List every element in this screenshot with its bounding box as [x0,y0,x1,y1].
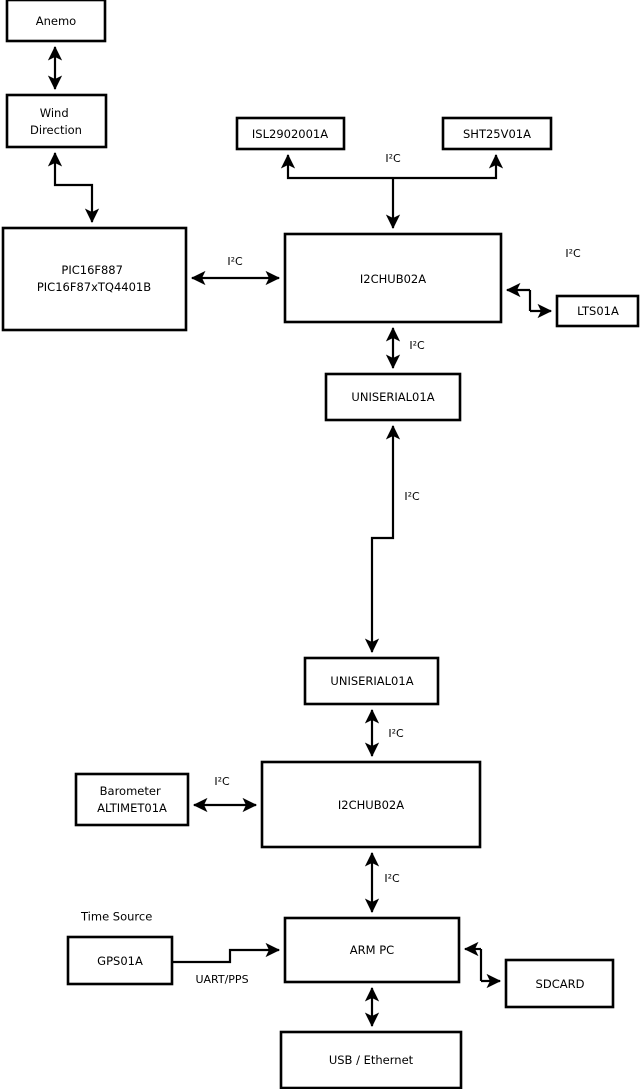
node-label-barometer-line1: Barometer [100,784,161,798]
node-isl2902001a[interactable]: ISL2902001A [235,116,346,151]
edge-label-hub-sensors: I²C [385,152,401,165]
edge-uniserial-uniserial [364,424,401,654]
edge-labels: I²C I²C I²C I²C I²C I²C I²C I²C UART/PPS [195,152,581,986]
node-label-pic-line2: PIC16F87xTQ4401B [37,280,151,294]
free-labels: Time Source [80,910,152,924]
connectors [47,45,553,1028]
node-lts01a[interactable]: LTS01A [555,294,640,328]
edge-hub-isl [280,153,393,180]
edge-wind-pic [47,151,100,224]
edge-label-pic-hub: I²C [227,255,243,268]
node-label-wind-line1: Wind [40,106,69,120]
edge-label-hub-lts: I²C [565,247,581,260]
node-label-barometer-line2: ALTIMET01A [97,801,167,815]
time-source-label: Time Source [80,910,152,924]
node-label-sdcard: SDCARD [536,977,585,991]
node-label-anemo: Anemo [36,14,76,28]
node-label-armpc: ARM PC [350,943,394,957]
node-barometer[interactable]: Barometer ALTIMET01A [74,772,190,827]
edge-label-hubbot-armpc: I²C [384,872,400,885]
svg-text:Anemo: Anemo [36,14,76,28]
svg-text:UNISERIAL01A: UNISERIAL01A [351,390,434,404]
node-sdcard[interactable]: SDCARD [504,958,615,1009]
node-arm-pc[interactable]: ARM PC [283,916,461,984]
node-i2chub02a-top[interactable]: I2CHUB02A [283,232,503,324]
svg-text:UNISERIAL01A: UNISERIAL01A [330,674,413,688]
node-label-sht: SHT25V01A [463,127,531,141]
node-uniserial01a-bottom[interactable]: UNISERIAL01A [303,656,440,706]
svg-text:SDCARD: SDCARD [536,977,585,991]
edge-label-barometer-hubbot: I²C [214,775,230,788]
svg-text:PIC16F887 PIC16F87xTQ4: PIC16F887 PIC16F87xTQ4401B [37,263,151,294]
svg-text:Wind Direction: Wind Direction [30,106,82,137]
node-label-usbeth: USB / Ethernet [329,1053,414,1067]
node-anemo[interactable]: Anemo [5,0,107,43]
edge-label-gps-armpc: UART/PPS [195,973,248,986]
svg-text:Barometer ALTIMET01A: Barometer ALTIMET01A [97,784,167,815]
node-usb-ethernet[interactable]: USB / Ethernet [279,1030,463,1089]
edge-label-uniserial-uniserial: I²C [404,490,420,503]
svg-text:LTS01A: LTS01A [577,304,619,318]
svg-text:SHT25V01A: SHT25V01A [463,127,531,141]
node-label-hub-top: I2CHUB02A [360,272,426,286]
edge-gps-armpc [172,942,281,964]
node-label-uniserial-bottom: UNISERIAL01A [330,674,413,688]
svg-text:GPS01A: GPS01A [97,954,143,968]
edge-hub-sht [393,153,504,180]
node-label-uniserial-top: UNISERIAL01A [351,390,434,404]
svg-text:I2CHUB02A: I2CHUB02A [338,798,404,812]
edge-label-uniserial-hubbot: I²C [388,727,404,740]
svg-text:I2CHUB02A: I2CHUB02A [360,272,426,286]
svg-text:ARM PC: ARM PC [350,943,394,957]
node-label-gps: GPS01A [97,954,143,968]
node-uniserial01a-top[interactable]: UNISERIAL01A [324,372,462,422]
node-label-wind-line2: Direction [30,123,82,137]
node-label-hub-bottom: I2CHUB02A [338,798,404,812]
node-wind-direction[interactable]: Wind Direction [5,93,108,149]
node-label-isl: ISL2902001A [252,127,328,141]
node-gps01a[interactable]: GPS01A [66,935,174,986]
node-sht25v01a[interactable]: SHT25V01A [441,116,553,151]
node-pic[interactable]: PIC16F887 PIC16F87xTQ4401B [1,226,188,332]
node-i2chub02a-bottom[interactable]: I2CHUB02A [260,760,482,849]
node-label-pic-line1: PIC16F887 [61,263,123,277]
edge-label-hub-uniserial: I²C [409,339,425,352]
node-label-lts: LTS01A [577,304,619,318]
svg-text:USB / Ethernet: USB / Ethernet [329,1053,414,1067]
svg-text:ISL2902001A: ISL2902001A [252,127,328,141]
